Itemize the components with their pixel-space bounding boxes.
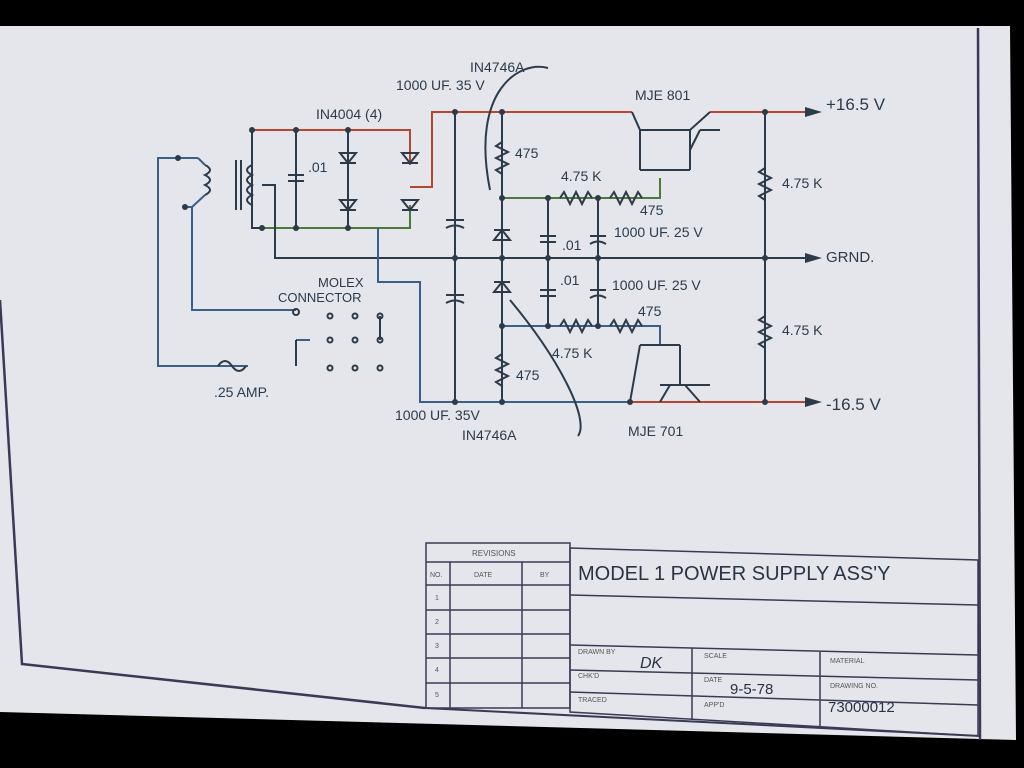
label-resistor-475-d: 475 xyxy=(516,367,540,383)
label-rectifier: IN4004 (4) xyxy=(316,106,382,122)
label-filter-cap-bottom: 1000 UF. 35V xyxy=(395,407,480,423)
label-resistor-475-a: 475 xyxy=(515,145,539,161)
date-label: DATE xyxy=(704,677,722,684)
date-value: 9-5-78 xyxy=(730,681,773,698)
label-resistor-475-b: 475 xyxy=(640,202,664,218)
label-filter-cap-top: 1000 UF. 35 V xyxy=(396,77,485,93)
revisions-header: REVISIONS xyxy=(472,549,516,558)
scale-label: SCALE xyxy=(704,653,727,660)
drawing-border xyxy=(0,299,426,710)
checked-label: CHK'D xyxy=(578,673,599,680)
label-zener-bottom: IN4746A xyxy=(462,427,517,443)
label-cap-1000-25-b: 1000 UF. 25 V xyxy=(612,277,701,293)
drawing-title: MODEL 1 POWER SUPPLY ASS'Y xyxy=(578,563,890,585)
drawing-no-value: 73000012 xyxy=(828,699,895,716)
label-transistor-top: MJE 801 xyxy=(635,87,690,103)
components xyxy=(217,65,774,437)
junction-dots xyxy=(175,109,768,405)
title-block xyxy=(425,542,979,737)
label-resistor-475k-b: 4.75 K xyxy=(552,345,593,361)
label-cap-001-b: .01 xyxy=(560,272,580,288)
label-output-positive: +16.5 V xyxy=(826,95,886,114)
label-zener-top: IN4746A xyxy=(470,59,525,75)
label-resistor-475k-a: 4.75 K xyxy=(561,168,602,184)
label-output-negative: -16.5 V xyxy=(826,395,881,414)
material-label: MATERIAL xyxy=(830,658,865,665)
traced-label: TRACED xyxy=(578,697,607,704)
diode-symbol xyxy=(337,152,359,165)
label-connector: CONNECTOR xyxy=(278,290,362,305)
revision-row-4: 4 xyxy=(435,667,439,674)
title-block-text: REVISIONS NO. DATE BY 1 2 3 4 5 MODEL 1 … xyxy=(430,549,895,716)
paper-sheet xyxy=(0,26,1016,740)
label-cap-1000-25-a: 1000 UF. 25 V xyxy=(614,224,703,240)
drawn-by-signature: DK xyxy=(640,655,664,672)
revisions-col-by: BY xyxy=(540,572,550,579)
label-cap-001: .01 xyxy=(308,159,328,175)
label-molex: MOLEX xyxy=(318,275,364,290)
revision-row-2: 2 xyxy=(435,619,439,626)
revision-row-3: 3 xyxy=(435,643,439,650)
revisions-col-no: NO. xyxy=(430,572,443,579)
approved-label: APP'D xyxy=(704,702,724,709)
label-resistor-475-c: 475 xyxy=(638,303,662,319)
revision-row-5: 5 xyxy=(435,692,439,699)
label-output-ground: GRND. xyxy=(826,249,874,266)
label-divider-bottom: 4.75 K xyxy=(782,322,823,338)
label-fuse: .25 AMP. xyxy=(214,384,269,400)
output-arrows xyxy=(805,107,822,407)
drawing-no-label: DRAWING NO. xyxy=(830,683,878,690)
revisions-col-date: DATE xyxy=(474,572,492,579)
label-divider-top: 4.75 K xyxy=(782,175,823,191)
resistor-symbol xyxy=(493,141,511,175)
label-transistor-bottom: MJE 701 xyxy=(628,423,683,439)
label-cap-001-a: .01 xyxy=(562,237,582,253)
revision-row-1: 1 xyxy=(435,595,439,602)
drawn-by-label: DRAWN BY xyxy=(578,649,616,656)
